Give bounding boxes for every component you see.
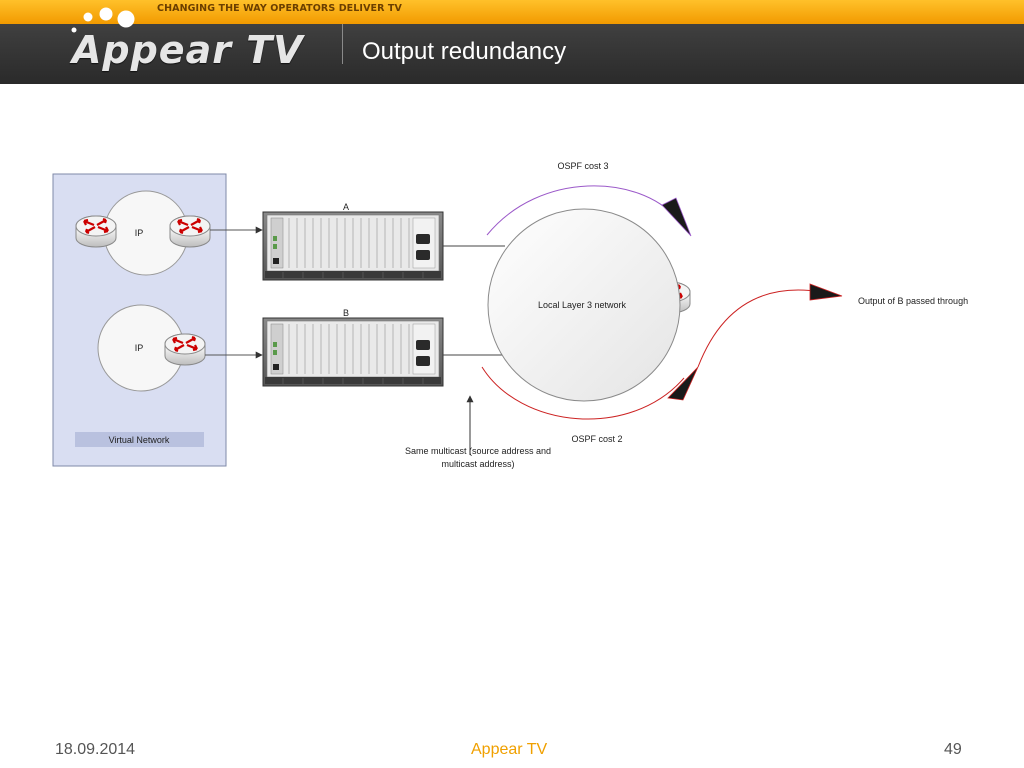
footer-brand: Appear TV — [471, 741, 548, 758]
ospf-cost-3-arrowhead — [661, 197, 692, 237]
footer-date: 18.09.2014 — [55, 741, 136, 758]
output-arrowhead — [809, 283, 843, 301]
chassis-a-label: A — [343, 202, 349, 212]
router-icon-bottom — [163, 332, 207, 367]
slide-header: CHANGING THE WAY OPERATORS DELIVER TV Ap… — [0, 0, 1024, 84]
logo-dots-icon — [71, 7, 135, 33]
output-arc — [697, 289, 823, 368]
ospf-cost-3-label: OSPF cost 3 — [557, 161, 608, 171]
router-icon-top-left — [74, 214, 118, 249]
network-label: Local Layer 3 network — [538, 300, 627, 310]
local-layer3-network — [487, 208, 681, 402]
chassis-a — [262, 211, 444, 281]
ip-label-top: IP — [135, 228, 144, 238]
virtual-network-label-bg — [75, 432, 204, 447]
logo: Appear TV — [72, 28, 304, 72]
ospf-cost-3-arc — [486, 185, 677, 236]
ospf-cost-2-label: OSPF cost 2 — [571, 434, 622, 444]
multicast-note-line2: multicast address) — [441, 459, 514, 469]
header-divider — [342, 24, 343, 64]
ospf-cost-2-arc — [481, 366, 685, 420]
virtual-network-label: Virtual Network — [109, 435, 170, 445]
slide-title: Output redundancy — [362, 38, 567, 65]
chassis-b — [262, 317, 444, 387]
header-orange-band — [0, 0, 1024, 24]
footer-page-number: 49 — [944, 741, 962, 758]
tagline: CHANGING THE WAY OPERATORS DELIVER TV — [157, 3, 402, 14]
chassis-b-label: B — [343, 308, 349, 318]
multicast-note-line1: Same multicast (source address and — [405, 446, 551, 456]
ospf-cost-2-arrowhead — [667, 366, 699, 401]
output-label: Output of B passed through — [858, 296, 968, 306]
ip-label-bottom: IP — [135, 343, 144, 353]
router-icon-top-right — [168, 214, 212, 249]
